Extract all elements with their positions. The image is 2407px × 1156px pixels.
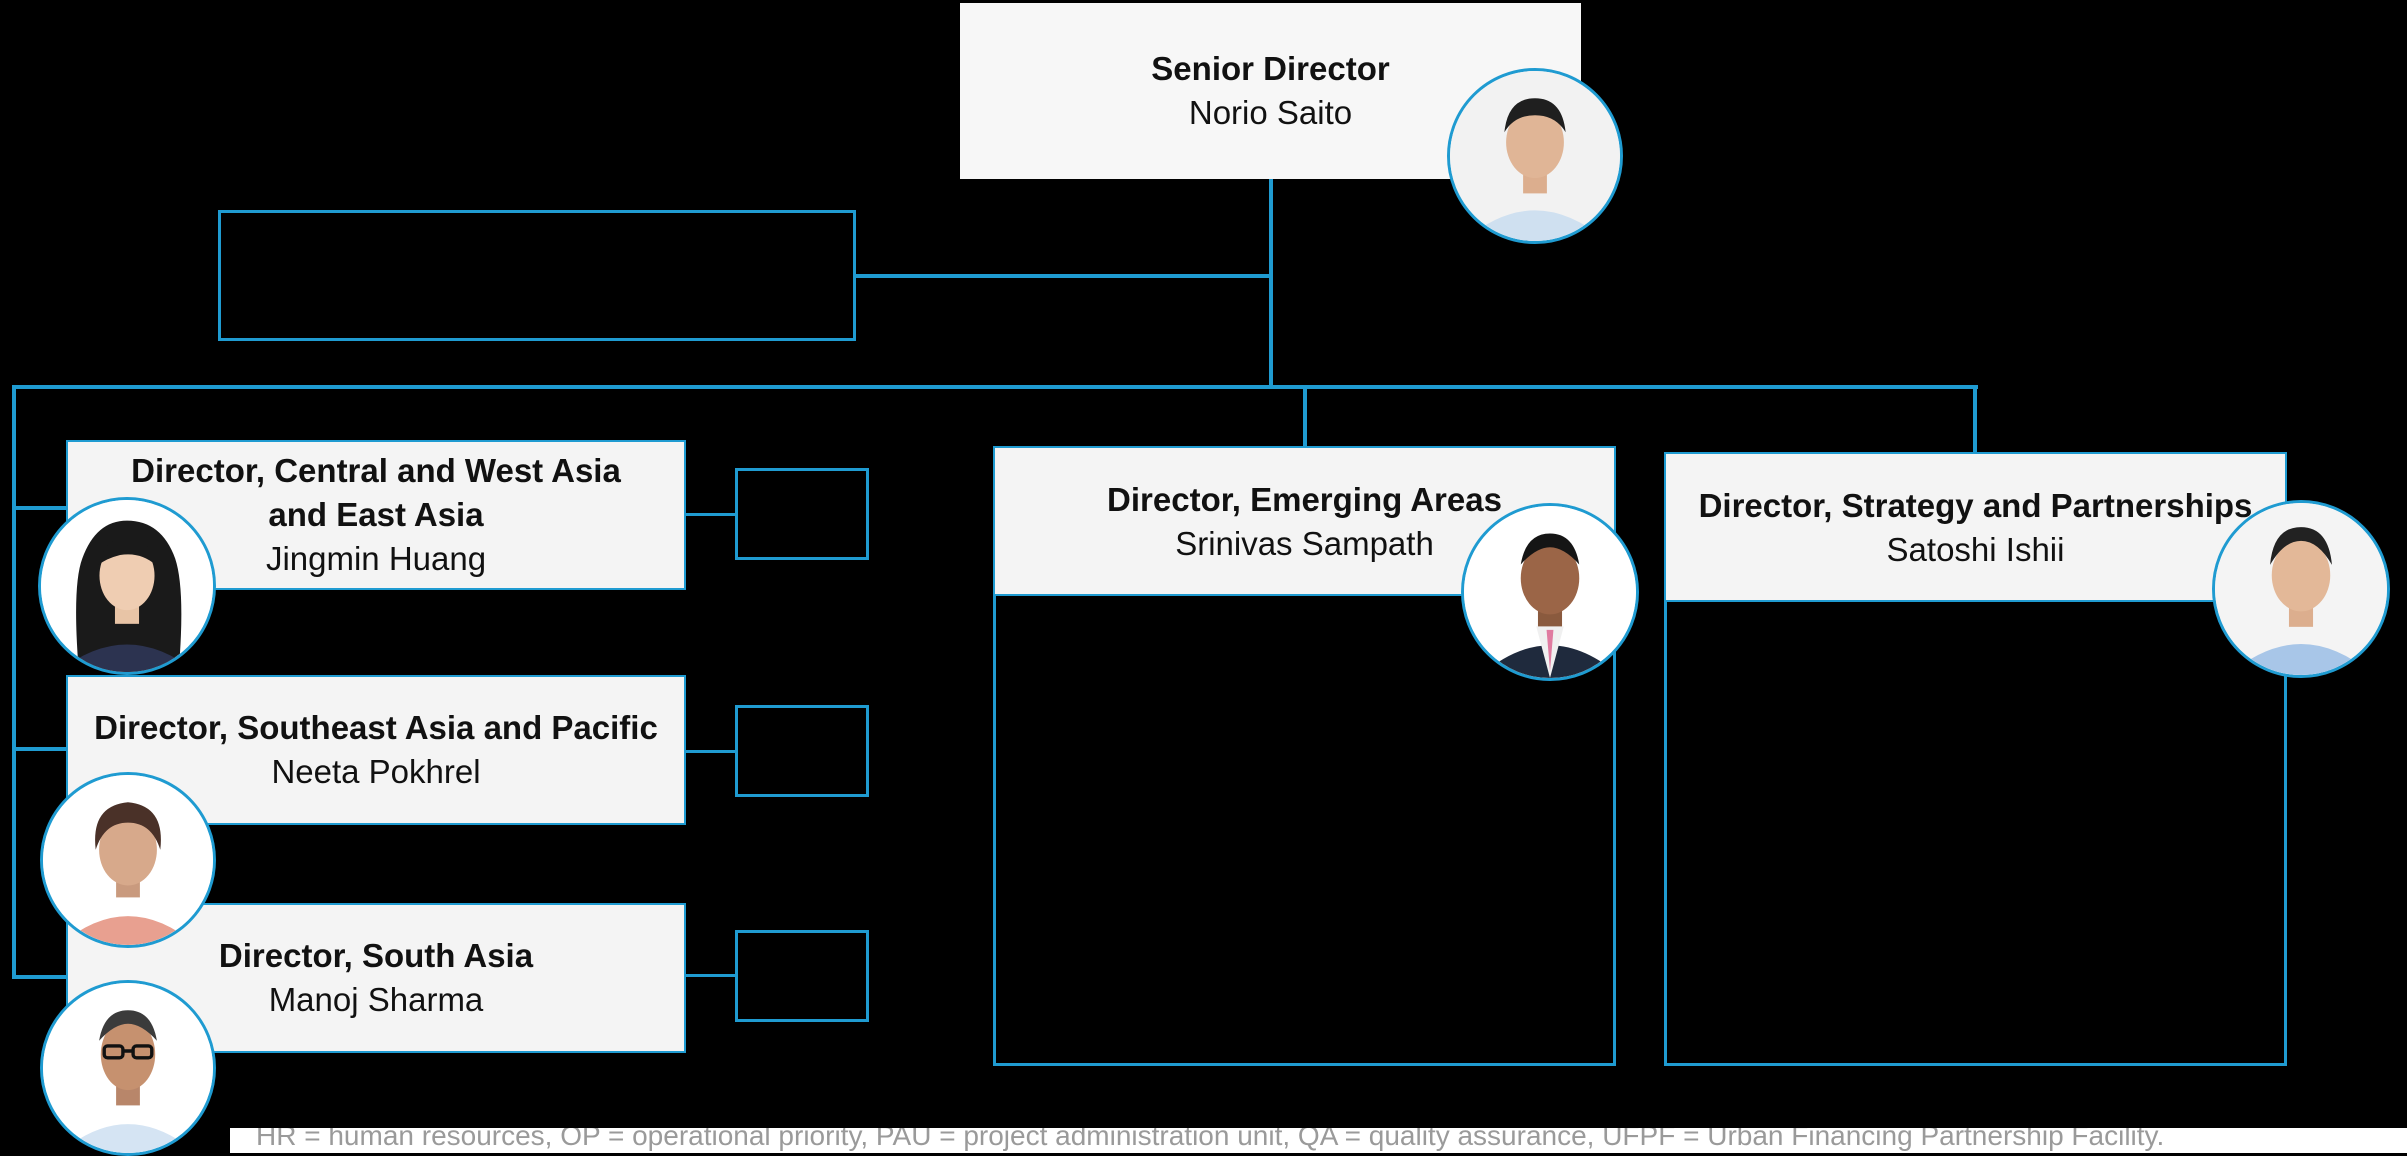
connector-left-branch-1 xyxy=(12,506,68,510)
abbreviations-footnote: HR = human resources, OP = operational p… xyxy=(230,1128,2407,1153)
director-title-line: Director, South Asia xyxy=(218,937,534,974)
director-name: Satoshi Ishii xyxy=(1886,531,2065,568)
connector-staff-horizontal xyxy=(853,274,1271,278)
director-title-line: Director, Strategy and Partnerships xyxy=(1698,487,2253,524)
connector-unit-1 xyxy=(684,513,738,516)
director-title-line: Director, Southeast Asia and Pacific xyxy=(94,709,658,746)
connector-left-branch-2 xyxy=(12,747,68,751)
senior-director-title: Senior Director xyxy=(1151,50,1390,87)
unit-box-south xyxy=(735,930,869,1022)
director-box-strategy-partnerships: Director, Strategy and Partnerships Sato… xyxy=(1664,452,2287,602)
director-name: Jingmin Huang xyxy=(265,540,487,577)
director-title-line: Director, Central and West Asia xyxy=(131,452,621,489)
person-photo-icon xyxy=(2212,500,2390,678)
connector-main-horizontal xyxy=(12,385,1978,389)
connector-strategy-vertical xyxy=(1973,385,1977,453)
person-photo-icon xyxy=(40,980,216,1156)
strategy-panel xyxy=(1664,597,2287,1066)
staff-unit-box xyxy=(218,210,856,341)
director-name: Manoj Sharma xyxy=(268,981,484,1018)
unit-box-southeast xyxy=(735,705,869,797)
person-photo-icon xyxy=(38,497,216,675)
connector-unit-3 xyxy=(684,974,738,977)
connector-left-vertical xyxy=(12,385,16,979)
connector-unit-2 xyxy=(684,750,738,753)
unit-box-central-west xyxy=(735,468,869,560)
person-photo-icon xyxy=(40,772,216,948)
footnote-text: HR = human resources, OP = operational p… xyxy=(256,1128,2165,1151)
person-photo-icon xyxy=(1461,503,1639,681)
connector-emerging-vertical xyxy=(1303,385,1307,447)
director-title-line: Director, Emerging Areas xyxy=(1107,481,1502,518)
connector-senior-vertical xyxy=(1269,178,1273,387)
director-title-line: and East Asia xyxy=(268,496,484,533)
director-name: Srinivas Sampath xyxy=(1175,525,1434,562)
director-name: Neeta Pokhrel xyxy=(271,753,481,790)
connector-left-branch-3 xyxy=(12,975,68,979)
person-photo-icon xyxy=(1447,68,1623,244)
senior-director-name: Norio Saito xyxy=(1188,94,1353,131)
